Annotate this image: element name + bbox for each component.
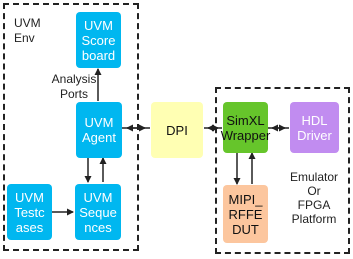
uvm-scoreboard-block: UVM Score board [76,12,121,68]
dpi-block: DPI [151,102,203,158]
platform-region [215,87,350,254]
uvm-agent-block: UVM Agent [76,102,122,158]
uvm-env-region [3,3,139,251]
mipi-rffe-dut-block: MIPI_ RFFE DUT [223,185,268,243]
hdl-driver-block: HDL Driver [290,102,339,153]
simxl-wrapper-block: SimXL Wrapper [221,102,270,153]
uvm-env-label: UVM Env [14,16,41,45]
platform-label: Emulator Or FPGA Platform [289,170,339,226]
uvm-testcases-block: UVM Testc ases [7,184,52,240]
uvm-sequences-block: UVM Seque nces [75,184,121,240]
analysis-ports-label: Analysis Ports [51,72,97,101]
